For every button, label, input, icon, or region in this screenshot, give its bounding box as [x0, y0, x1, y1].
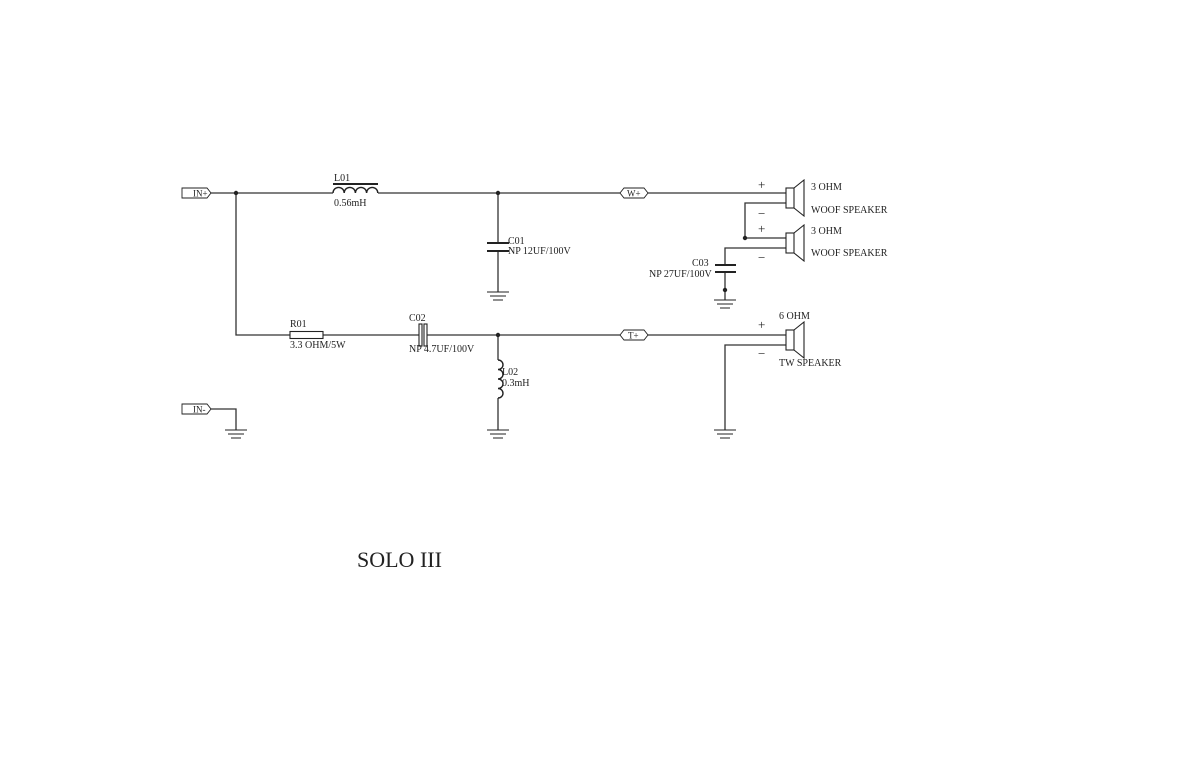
wire-woofer2-neg [724, 247, 786, 265]
port-w-plus-label: W+ [627, 189, 641, 199]
resistor-r01: R01 3.3 OHM/5W [289, 319, 346, 351]
junction-dot [722, 287, 728, 293]
port-w-plus: W+ [619, 187, 649, 199]
l02-value: 0.3mH [502, 378, 530, 389]
woofer1-plus: + [758, 177, 765, 192]
c01-value: NP 12UF/100V [508, 246, 571, 257]
r01-ref: R01 [290, 319, 307, 330]
woofer2-plus: + [758, 221, 765, 236]
l01-value: 0.56mH [334, 198, 367, 209]
woofer2-name: WOOF SPEAKER [811, 248, 888, 259]
ground-symbol [487, 429, 509, 439]
c02-ref: C02 [409, 313, 426, 324]
woofer2-minus: − [758, 250, 765, 265]
r01-value: 3.3 OHM/5W [290, 340, 346, 351]
port-in-plus-label: IN+ [193, 189, 208, 199]
junction-dot [495, 190, 501, 196]
diagram-title: SOLO III [357, 547, 442, 572]
wire-in-vertical [235, 193, 290, 336]
port-t-plus: T+ [619, 329, 649, 341]
tweeter-minus: − [758, 346, 765, 361]
ground-symbol [714, 299, 736, 309]
wire-tweeter-neg [724, 344, 786, 430]
speaker-tweeter: + − 6 OHM TW SPEAKER [758, 311, 842, 369]
port-in-plus: IN+ [181, 187, 212, 199]
c02-value: NP 4.7UF/100V [409, 344, 475, 355]
capacitor-c01: C01 NP 12UF/100V [487, 236, 571, 257]
junctions [233, 190, 748, 338]
port-in-minus: IN- [181, 403, 212, 415]
junction-dot [742, 235, 748, 241]
junction-dot [495, 332, 501, 338]
tweeter-name: TW SPEAKER [779, 358, 842, 369]
capacitor-c02: C02 NP 4.7UF/100V [409, 313, 475, 355]
woofer1-impedance: 3 OHM [811, 182, 842, 193]
ground-symbol [714, 429, 736, 439]
capacitor-c03: C03 NP 27UF/100V [649, 258, 736, 280]
ground-symbol [225, 429, 247, 439]
port-in-minus-label: IN- [193, 405, 206, 415]
inductor-l01: L01 0.56mH [332, 173, 379, 209]
junction-dot [233, 190, 239, 196]
wires [211, 192, 786, 430]
woofer1-minus: − [758, 206, 765, 221]
c03-value: NP 27UF/100V [649, 269, 712, 280]
l02-ref: L02 [502, 367, 518, 378]
inductor-l02: L02 0.3mH [497, 359, 530, 399]
wire-woofer1-neg [744, 202, 786, 239]
tweeter-impedance: 6 OHM [779, 311, 810, 322]
woofer1-name: WOOF SPEAKER [811, 205, 888, 216]
c03-ref: C03 [692, 258, 709, 269]
ground-symbol [487, 291, 509, 301]
speaker-woofer-2: + − 3 OHM WOOF SPEAKER [758, 221, 888, 265]
c01-ref: C01 [508, 236, 525, 247]
speaker-woofer-1: + − 3 OHM WOOF SPEAKER [758, 177, 888, 221]
port-t-plus-label: T+ [628, 331, 639, 341]
wire-in-minus [211, 408, 237, 430]
tweeter-plus: + [758, 317, 765, 332]
woofer2-impedance: 3 OHM [811, 226, 842, 237]
l01-ref: L01 [334, 173, 350, 184]
